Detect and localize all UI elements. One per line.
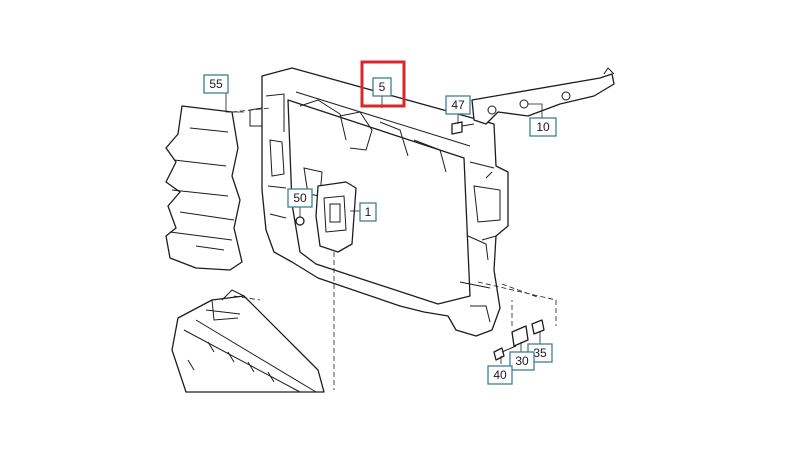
svg-text:47: 47 xyxy=(451,98,465,112)
svg-text:50: 50 xyxy=(293,191,307,205)
part-47-bolt xyxy=(451,121,475,135)
part-35-clip xyxy=(531,319,545,335)
part-lower-bracket xyxy=(171,289,325,393)
svg-text:55: 55 xyxy=(209,77,223,91)
svg-text:5: 5 xyxy=(379,80,386,94)
svg-text:40: 40 xyxy=(493,368,507,382)
callout-5-highlight xyxy=(360,60,406,108)
part-30-clip xyxy=(511,325,529,347)
callout-40: 40 xyxy=(487,365,513,385)
callout-1: 1 xyxy=(359,202,377,222)
part-40-bolt xyxy=(493,345,517,361)
callout-10: 10 xyxy=(529,117,557,137)
part-1-front-carrier xyxy=(249,67,509,337)
callout-55: 55 xyxy=(203,74,229,94)
svg-text:10: 10 xyxy=(536,120,550,134)
callout-30: 30 xyxy=(509,351,535,371)
callout-47: 47 xyxy=(445,95,471,115)
svg-text:1: 1 xyxy=(365,205,372,219)
callout-50: 50 xyxy=(287,188,313,208)
callout-5: 5 xyxy=(372,77,392,97)
svg-text:35: 35 xyxy=(533,346,547,360)
part-10-bracket-arm xyxy=(471,67,615,125)
svg-text:30: 30 xyxy=(515,354,529,368)
part-50-nut xyxy=(295,216,305,226)
part-55-air-guide xyxy=(165,105,243,271)
part-lock-bracket xyxy=(315,181,357,253)
